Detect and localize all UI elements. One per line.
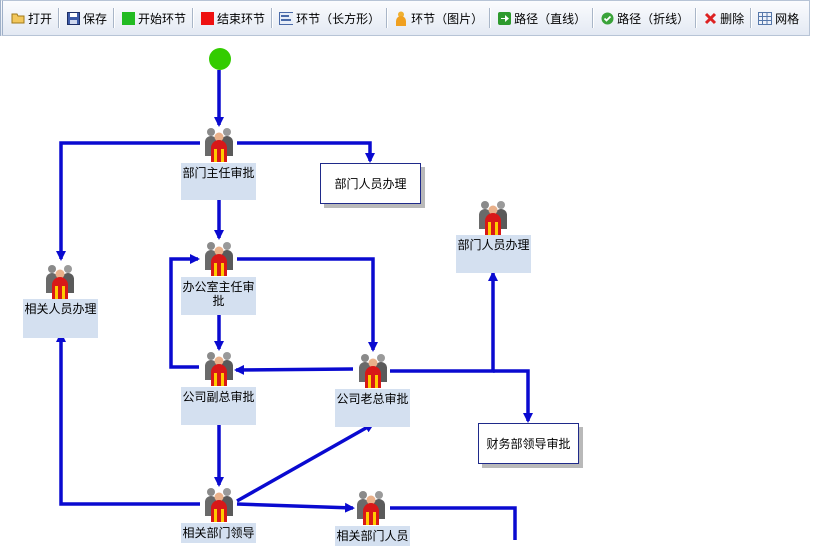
toolbar-separator bbox=[192, 8, 195, 28]
step-image-button[interactable]: 环节（图片） bbox=[390, 5, 487, 31]
group-person-icon bbox=[205, 488, 233, 522]
toolbar-separator bbox=[592, 8, 595, 28]
box-label: 部门人员办理 bbox=[334, 177, 407, 191]
save-label: 保存 bbox=[83, 11, 108, 26]
green-square-icon bbox=[121, 11, 135, 25]
box-dept-staff[interactable]: 部门人员办理 bbox=[320, 163, 421, 204]
arrow-right-icon bbox=[497, 11, 511, 25]
node-related-leader[interactable]: 相关部门领导 bbox=[181, 523, 256, 543]
node-label: 相关部门领导 bbox=[182, 526, 255, 540]
edge-related-leader-to-related-person bbox=[56, 332, 200, 506]
edge-dept-head-to-related-person bbox=[56, 141, 200, 261]
grid-label: 网格 bbox=[775, 11, 800, 26]
rectangle-step-icon bbox=[279, 11, 294, 25]
toolbar-separator bbox=[113, 8, 116, 28]
group-person-icon bbox=[46, 265, 74, 299]
node-dept-staff-right[interactable]: 部门人员办理 bbox=[456, 235, 531, 273]
open-button[interactable]: 打开 bbox=[7, 5, 56, 31]
group-person-icon bbox=[357, 491, 385, 525]
start-step-label: 开始环节 bbox=[138, 11, 187, 26]
end-step-button[interactable]: 结束环节 bbox=[196, 5, 269, 31]
save-button[interactable]: 保存 bbox=[62, 5, 111, 31]
node-label: 公司副总审批 bbox=[182, 390, 255, 404]
node-label: 部门主任审批 bbox=[182, 166, 255, 180]
edge-related-leader-to-related-staff bbox=[236, 502, 355, 513]
step-image-label: 环节（图片） bbox=[411, 11, 484, 26]
toolbar-separator bbox=[271, 8, 274, 28]
path-fold-button[interactable]: 路径（折线） bbox=[596, 5, 693, 31]
toolbar-separator bbox=[489, 8, 492, 28]
path-line-label: 路径（直线） bbox=[514, 11, 587, 26]
toolbar-separator bbox=[386, 8, 389, 28]
group-person-icon bbox=[359, 354, 387, 388]
grid-icon bbox=[758, 11, 773, 25]
flow-canvas[interactable]: 部门主任审批 相关人员办理 办公室主任审批 部门人员办理 公司副总审批 公司老总… bbox=[0, 37, 824, 546]
node-label: 相关人员办理 bbox=[24, 302, 97, 316]
edge-boss-to-dept-staff-right bbox=[390, 271, 498, 373]
group-person-icon bbox=[205, 352, 233, 386]
node-label: 部门人员办理 bbox=[457, 238, 530, 252]
folder-icon bbox=[11, 11, 25, 25]
open-label: 打开 bbox=[28, 11, 53, 26]
edge-dept-head-to-dept-staff bbox=[237, 141, 375, 163]
person-icon bbox=[394, 11, 408, 26]
edge-related-staff-continuation bbox=[390, 506, 517, 540]
edge-related-leader-to-boss bbox=[236, 422, 375, 503]
edge-vp-loop-to-office-head bbox=[169, 254, 200, 369]
box-label: 财务部领导审批 bbox=[486, 437, 571, 451]
step-rect-button[interactable]: 环节（长方形） bbox=[275, 5, 384, 31]
delete-button[interactable]: 删除 bbox=[699, 5, 748, 31]
node-related-person[interactable]: 相关人员办理 bbox=[23, 299, 98, 338]
grid-button[interactable]: 网格 bbox=[754, 5, 803, 31]
floppy-disk-icon bbox=[66, 11, 80, 25]
box-finance[interactable]: 财务部领导审批 bbox=[478, 423, 579, 464]
group-person-icon bbox=[205, 242, 233, 276]
edge-office-head-to-boss bbox=[237, 257, 378, 352]
group-person-icon bbox=[205, 128, 233, 162]
end-step-label: 结束环节 bbox=[217, 11, 266, 26]
node-office-head[interactable]: 办公室主任审批 bbox=[181, 277, 256, 315]
edge-boss-to-vp bbox=[234, 364, 354, 375]
edges-layer bbox=[56, 48, 533, 540]
node-label: 公司老总审批 bbox=[336, 392, 409, 406]
check-circle-icon bbox=[600, 11, 614, 25]
node-boss[interactable]: 公司老总审批 bbox=[335, 389, 410, 427]
node-label: 办公室主任审批 bbox=[182, 280, 255, 308]
toolbar-separator bbox=[750, 8, 753, 28]
delete-label: 删除 bbox=[720, 11, 745, 26]
delete-x-icon bbox=[703, 11, 717, 25]
toolbar: 打开 保存 开始环节 结束环节 环节（长方形） 环节（图片） bbox=[0, 0, 810, 36]
path-fold-label: 路径（折线） bbox=[617, 11, 690, 26]
node-related-staff[interactable]: 相关部门人员 bbox=[335, 526, 410, 546]
step-rect-label: 环节（长方形） bbox=[296, 11, 381, 26]
toolbar-separator bbox=[695, 8, 698, 28]
edge-boss-to-finance bbox=[493, 369, 533, 423]
red-square-icon bbox=[200, 11, 214, 25]
group-person-icon bbox=[479, 201, 507, 235]
start-step-button[interactable]: 开始环节 bbox=[117, 5, 190, 31]
toolbar-separator bbox=[58, 8, 61, 28]
node-vp[interactable]: 公司副总审批 bbox=[181, 387, 256, 425]
start-node bbox=[209, 48, 231, 70]
node-dept-head[interactable]: 部门主任审批 bbox=[181, 163, 256, 200]
node-label: 相关部门人员 bbox=[336, 529, 409, 543]
path-line-button[interactable]: 路径（直线） bbox=[493, 5, 590, 31]
